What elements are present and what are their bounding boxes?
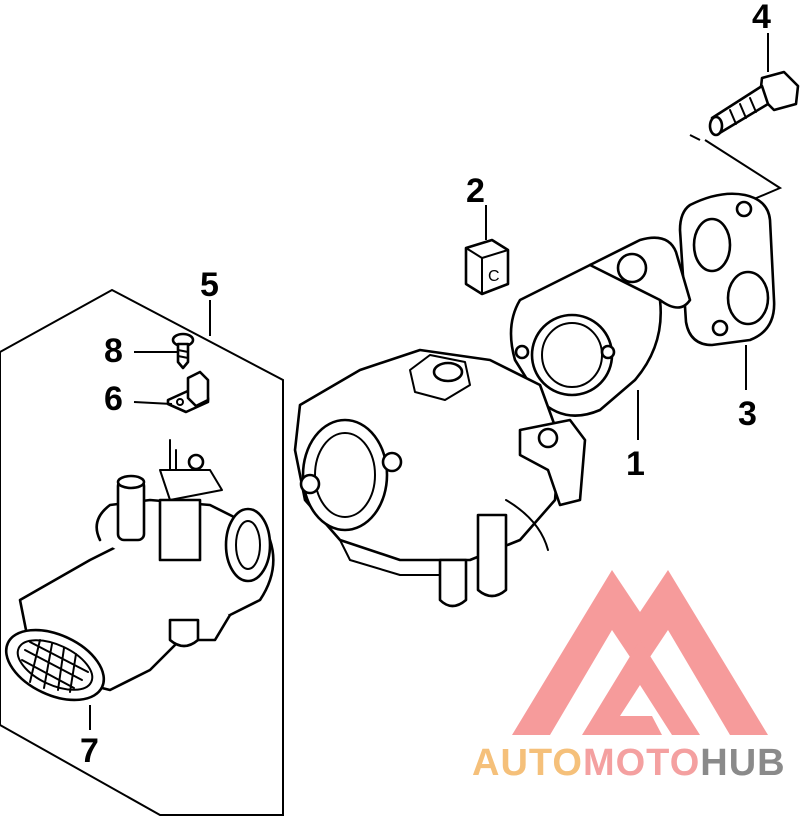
callout-7: 7 xyxy=(80,732,99,770)
watermark-moto: MOTO xyxy=(583,742,700,784)
watermark-logo xyxy=(512,570,768,735)
leader-lines xyxy=(89,33,769,730)
callout-5: 5 xyxy=(200,266,219,304)
watermark-text: AUTOMOTOHUB xyxy=(472,742,786,784)
callout-3: 3 xyxy=(738,395,757,433)
part-1-carburetor xyxy=(293,236,692,608)
callouts: 1 2 3 4 5 6 7 8 xyxy=(80,0,771,770)
watermark-g-mark xyxy=(582,640,700,735)
kit-box-outline xyxy=(0,288,284,816)
watermark-hub: HUB xyxy=(700,742,785,784)
part-3-gasket xyxy=(678,192,776,347)
part-7-mesh-filter xyxy=(4,628,106,702)
svg-text:C: C xyxy=(488,268,500,285)
part-6-bracket xyxy=(166,370,210,414)
callout-1: 1 xyxy=(626,445,645,483)
callout-4: 4 xyxy=(752,0,771,36)
callout-6: 6 xyxy=(104,380,123,418)
part-8-screw xyxy=(171,332,195,370)
part-4-bolt xyxy=(689,70,800,206)
part-2-cap: C xyxy=(464,238,510,296)
callout-8: 8 xyxy=(104,332,123,370)
watermark-auto: AUTO xyxy=(472,742,583,784)
callout-2: 2 xyxy=(466,172,485,210)
svg-text:AUTOMOTOHUB: AUTOMOTOHUB xyxy=(472,742,786,784)
